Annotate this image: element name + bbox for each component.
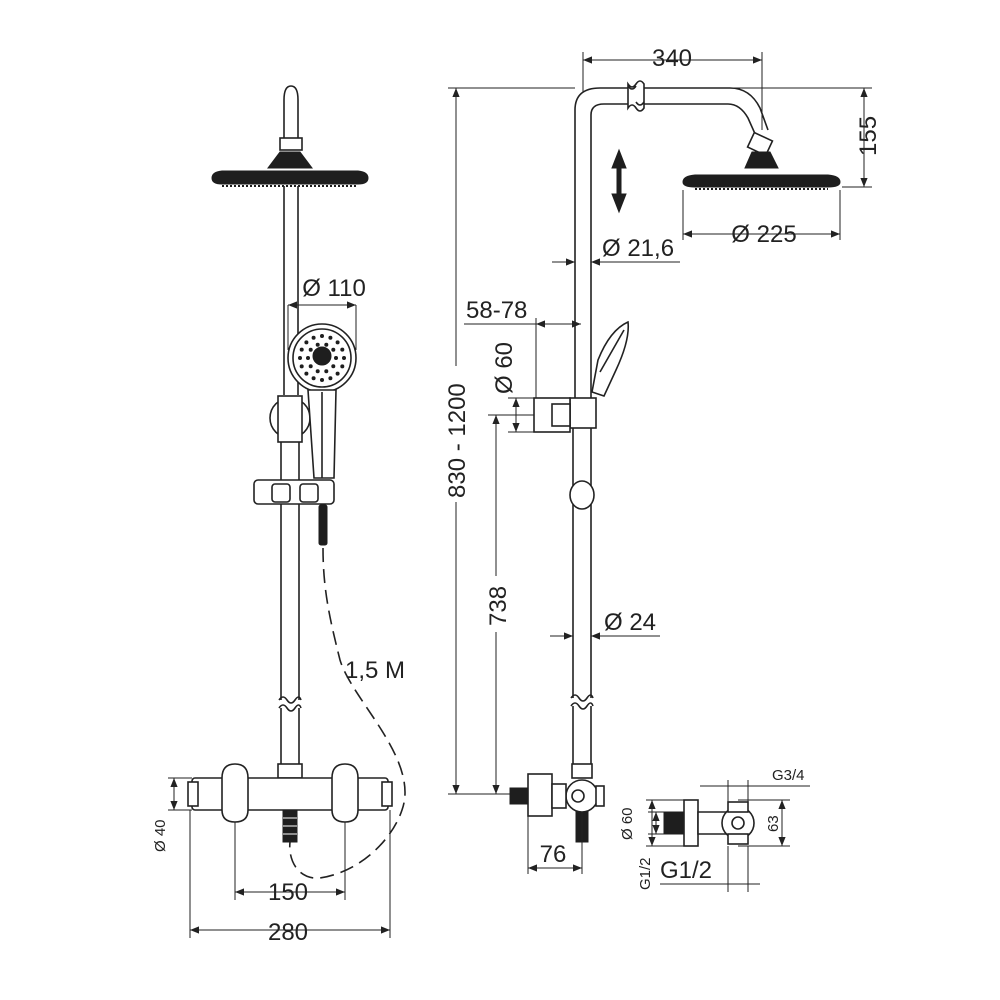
nozzle-dot	[308, 347, 313, 352]
head-cone	[267, 151, 313, 169]
right-handle	[331, 763, 359, 823]
nozzle-dot	[315, 342, 320, 347]
nozzle-dot	[335, 340, 340, 345]
inlet-thread-label: G1/2	[660, 857, 712, 884]
nozzle-dot	[334, 356, 338, 360]
inlet-spacing-label: 150	[268, 879, 308, 906]
side-thermostat-body	[565, 779, 599, 813]
arm-nut	[279, 137, 303, 151]
offset-height-label: 63	[765, 815, 782, 832]
nozzle-dot	[304, 371, 309, 376]
nozzle-dot	[320, 378, 324, 382]
nozzle-dot	[335, 371, 340, 376]
head-height-label: 155	[855, 116, 882, 156]
height-range-label: 830 - 1200	[444, 383, 471, 498]
connector-flange	[683, 799, 699, 847]
nozzle-dot	[324, 342, 329, 347]
nozzle-dot	[298, 356, 302, 360]
nozzle-dot	[342, 356, 346, 360]
left-handle	[221, 763, 249, 823]
overhead-shower-head	[211, 170, 369, 185]
nozzle-dot	[304, 340, 309, 345]
nozzle-dot	[299, 364, 304, 369]
nozzle-dot	[331, 364, 336, 369]
flange-diameter-label: Ø 60	[619, 807, 636, 840]
handshower-nozzles	[298, 334, 346, 382]
front-view: Ø 110 1,5 M Ø 40 150 280	[152, 85, 406, 946]
nozzle-dot	[328, 376, 333, 381]
side-upper-pipe	[574, 87, 769, 400]
arm-reach-label: 340	[652, 45, 692, 72]
nozzle-dot	[311, 376, 316, 381]
hose-length-label: 1,5 M	[345, 657, 405, 684]
hose	[289, 547, 406, 879]
nozzle-dot	[311, 335, 316, 340]
side-thread	[509, 787, 529, 805]
inlet-thread-vertical-label: G1/2	[637, 857, 654, 890]
body-diameter-label: Ø 40	[152, 819, 169, 852]
upper-pipe-diameter-label: Ø 21,6	[602, 235, 674, 262]
nozzle-dot	[308, 364, 313, 369]
nozzle-dot	[340, 347, 345, 352]
height-adjust-icon	[611, 148, 627, 214]
head-diameter-label: Ø 225	[731, 221, 796, 248]
side-shower-head	[682, 174, 841, 188]
connector-view: G3/4 Ø 60 63 G1/2 G1/2	[619, 767, 810, 892]
nozzle-dot	[306, 356, 310, 360]
handshower-diameter-label: Ø 110	[302, 275, 366, 302]
slider-height-label: 738	[485, 586, 512, 626]
wall-offset-label: 58-78	[466, 297, 527, 324]
bracket-diameter-label: Ø 60	[491, 342, 518, 394]
outlet-thread-label: G3/4	[772, 767, 805, 784]
side-handle	[527, 773, 553, 817]
nozzle-dot	[299, 347, 304, 352]
side-handshower	[591, 320, 630, 397]
nozzle-dot	[315, 369, 320, 374]
hose-connector	[318, 504, 328, 546]
lower-pipe-diameter-label: Ø 24	[604, 609, 656, 636]
shower-arm	[283, 85, 299, 148]
side-view: 340 155 Ø 225 Ø 21,6 58-78 Ø 60 830 - 12…	[440, 45, 882, 874]
side-slider-knob	[569, 480, 595, 510]
bracket-clamp	[277, 395, 303, 443]
nozzle-dot	[328, 335, 333, 340]
nozzle-dot	[340, 364, 345, 369]
connector-thread	[663, 811, 685, 835]
handshower-center	[312, 346, 332, 366]
side-bracket-clamp	[569, 397, 597, 429]
nozzle-dot	[320, 334, 324, 338]
nozzle-dot	[331, 347, 336, 352]
slider-holder	[253, 479, 335, 505]
body-depth-label: 76	[540, 841, 567, 868]
body-width-label: 280	[268, 919, 308, 946]
nozzle-dot	[324, 369, 329, 374]
riser-nut	[277, 763, 303, 779]
